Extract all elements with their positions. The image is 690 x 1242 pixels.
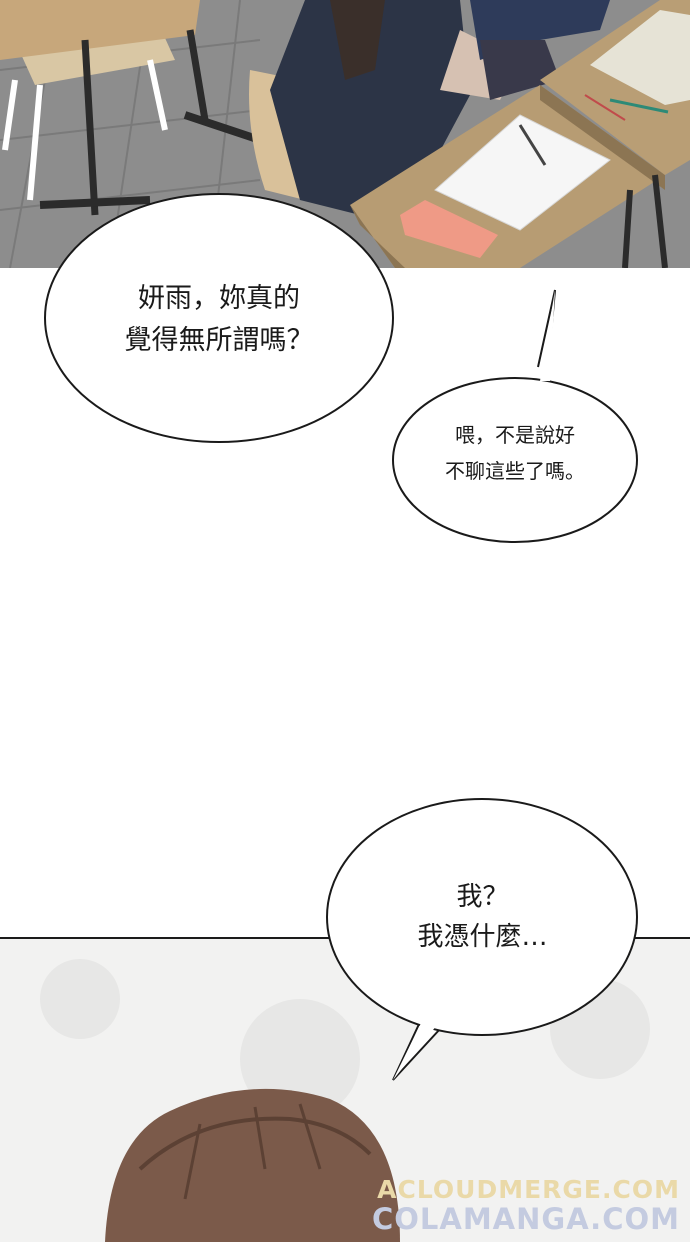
speech-bubble: 我？ 我憑什麼… <box>325 797 640 1082</box>
watermark-line-2: COLAMANGA.COM <box>371 1202 680 1236</box>
speech-bubble-text: 妍雨，妳真的 覺得無所謂嗎？ <box>124 283 314 356</box>
speech-bubble-outline <box>326 798 638 1081</box>
speech-bubble-text: 喂，不是說好 不聊這些了嗎。 <box>445 423 585 483</box>
watermark-line-1: ACLOUDMERGE.COM <box>377 1175 680 1204</box>
classroom-illustration <box>0 0 690 268</box>
character-illustration <box>0 939 690 1242</box>
character-panel: ACLOUDMERGE.COM COLAMANGA.COM <box>0 937 690 1242</box>
speech-bubble: 喂，不是說好 不聊這些了嗎。 <box>390 285 640 545</box>
speech-bubble-text: 我？ 我憑什麼… <box>417 882 548 952</box>
speech-bubble-outline <box>44 193 394 443</box>
speech-bubble: 妍雨，妳真的 覺得無所謂嗎？ <box>43 190 395 445</box>
speech-bubble-outline <box>392 289 638 543</box>
classroom-panel <box>0 0 690 268</box>
